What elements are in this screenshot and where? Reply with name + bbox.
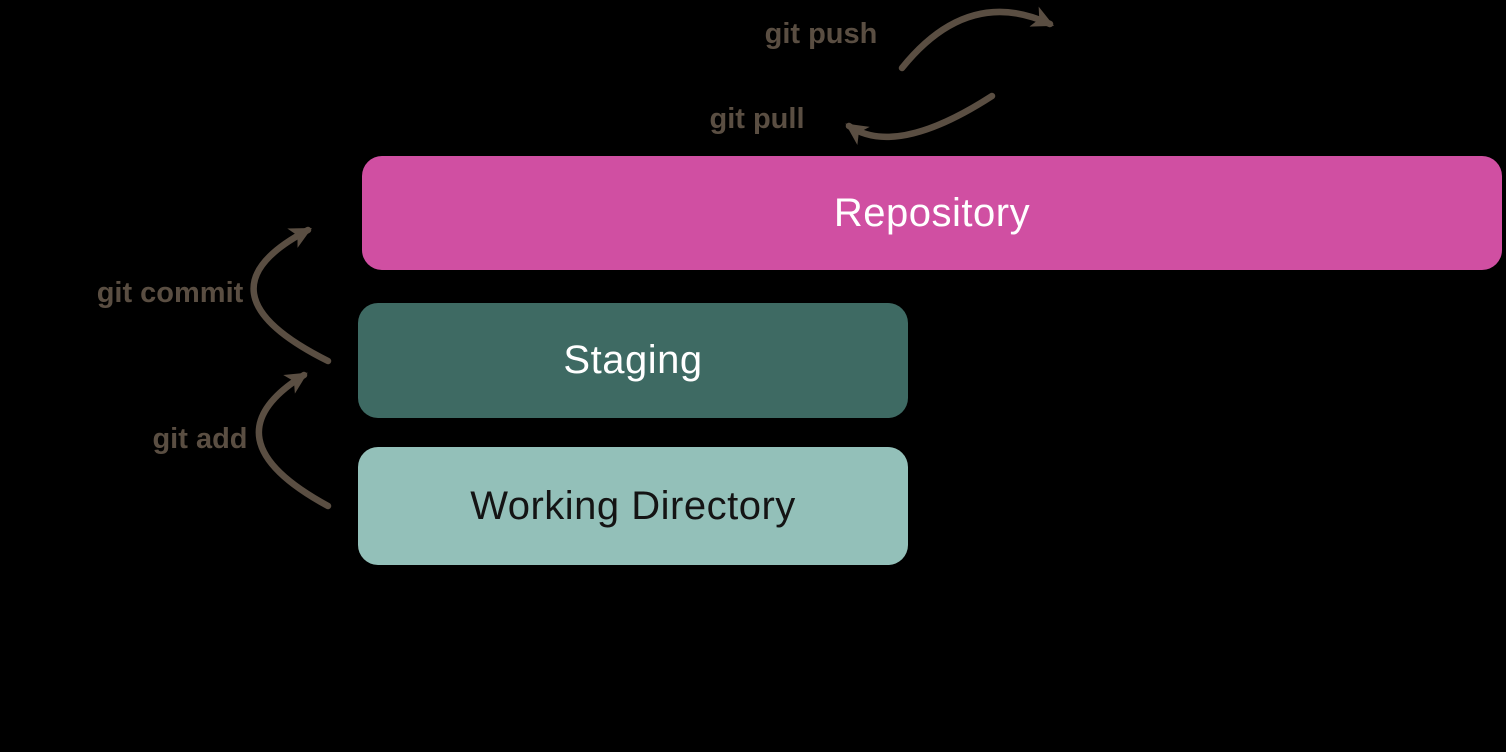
git-push-arrow-icon [898, 6, 1054, 72]
git-push-label: git push [764, 17, 878, 50]
working-directory-box-label: Working Directory [470, 483, 796, 528]
git-commit-label: git commit [96, 276, 244, 309]
staging-box: Staging [358, 303, 908, 418]
working-directory-box: Working Directory [358, 447, 908, 565]
repository-box: Repository [362, 156, 1502, 270]
git-pull-label: git pull [709, 102, 805, 135]
staging-box-label: Staging [563, 338, 703, 382]
git-pull-arrow-icon [845, 92, 996, 145]
repository-box-label: Repository [833, 190, 1031, 235]
git-add-label: git add [152, 422, 248, 455]
